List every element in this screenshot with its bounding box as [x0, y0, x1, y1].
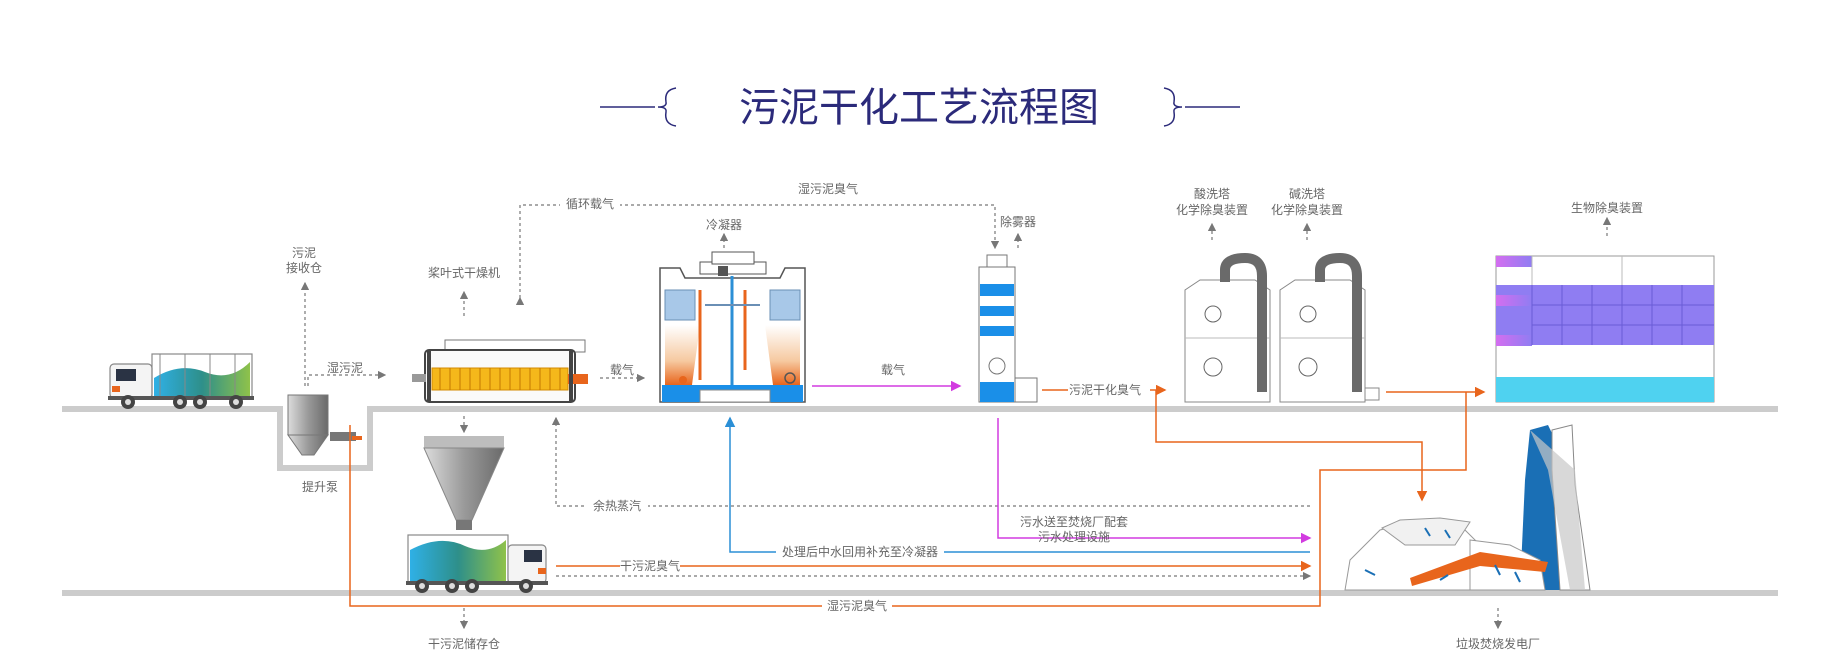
label-paddle-dryer: 桨叶式干燥机: [428, 266, 500, 280]
label-sludge-receiving-1: 污泥: [292, 246, 316, 260]
receiving-bin: [287, 394, 362, 456]
bio-deodorization-unit: [1495, 255, 1715, 403]
label-alkali-tower-1: 碱洗塔: [1289, 187, 1325, 201]
label-acid-tower-2: 化学除臭装置: [1176, 202, 1248, 217]
label-dried-sludge-odor: 污泥干化臭气: [1069, 382, 1141, 397]
label-wet-sludge-odor-top: 湿污泥臭气: [798, 181, 858, 196]
label-wet-sludge-odor-bottom: 湿污泥臭气: [827, 598, 887, 613]
paddle-dryer: [412, 339, 588, 403]
label-sludge-receiving-2: 接收仓: [286, 260, 322, 275]
label-reclaimed-water: 处理后中水回用补充至冷凝器: [782, 544, 938, 559]
sludge-truck: [108, 353, 254, 409]
orange-flows: [349, 384, 1486, 607]
dry-sludge-silo: [423, 436, 505, 530]
labels: 污泥 接收仓 桨叶式干燥机 湿污泥 循环载气 湿污泥臭气 冷凝器 除雾器 酸洗塔…: [286, 181, 1643, 651]
label-demister: 除雾器: [1000, 214, 1036, 229]
blue-flows: [724, 416, 1310, 553]
label-dry-sludge-odor: 干污泥臭气: [620, 558, 680, 573]
label-wet-sludge: 湿污泥: [327, 360, 363, 375]
condenser: [659, 251, 806, 403]
label-carrier-gas-2: 载气: [881, 362, 905, 377]
gray-dashed-flows: [300, 204, 1612, 630]
page-title: 污泥干化工艺流程图: [739, 85, 1099, 131]
demister: [978, 254, 1038, 403]
magenta-flows: [812, 380, 1312, 544]
label-bio-deodorization: 生物除臭装置: [1571, 200, 1643, 215]
label-wastewater-2: 污水处理设施: [1038, 530, 1110, 544]
label-dry-sludge-storage: 干污泥储存仓: [428, 636, 500, 651]
ground-lines: [62, 406, 1778, 596]
label-carrier-gas-1: 载气: [610, 362, 634, 377]
label-lift-pump: 提升泵: [302, 479, 338, 494]
label-circulating-carrier-gas: 循环载气: [566, 196, 614, 211]
label-acid-tower-1: 酸洗塔: [1194, 186, 1230, 201]
title-decoration: [600, 87, 1240, 127]
dry-sludge-truck: [406, 534, 548, 593]
label-incineration-plant: 垃圾焚烧发电厂: [1456, 636, 1540, 651]
label-waste-heat-steam: 余热蒸汽: [593, 498, 641, 513]
label-condenser: 冷凝器: [706, 217, 742, 232]
incineration-plant: [1344, 424, 1591, 591]
label-wastewater-1: 污水送至焚烧厂配套: [1020, 514, 1128, 529]
scrubber-towers: [1184, 252, 1380, 403]
label-alkali-tower-2: 化学除臭装置: [1271, 202, 1343, 217]
